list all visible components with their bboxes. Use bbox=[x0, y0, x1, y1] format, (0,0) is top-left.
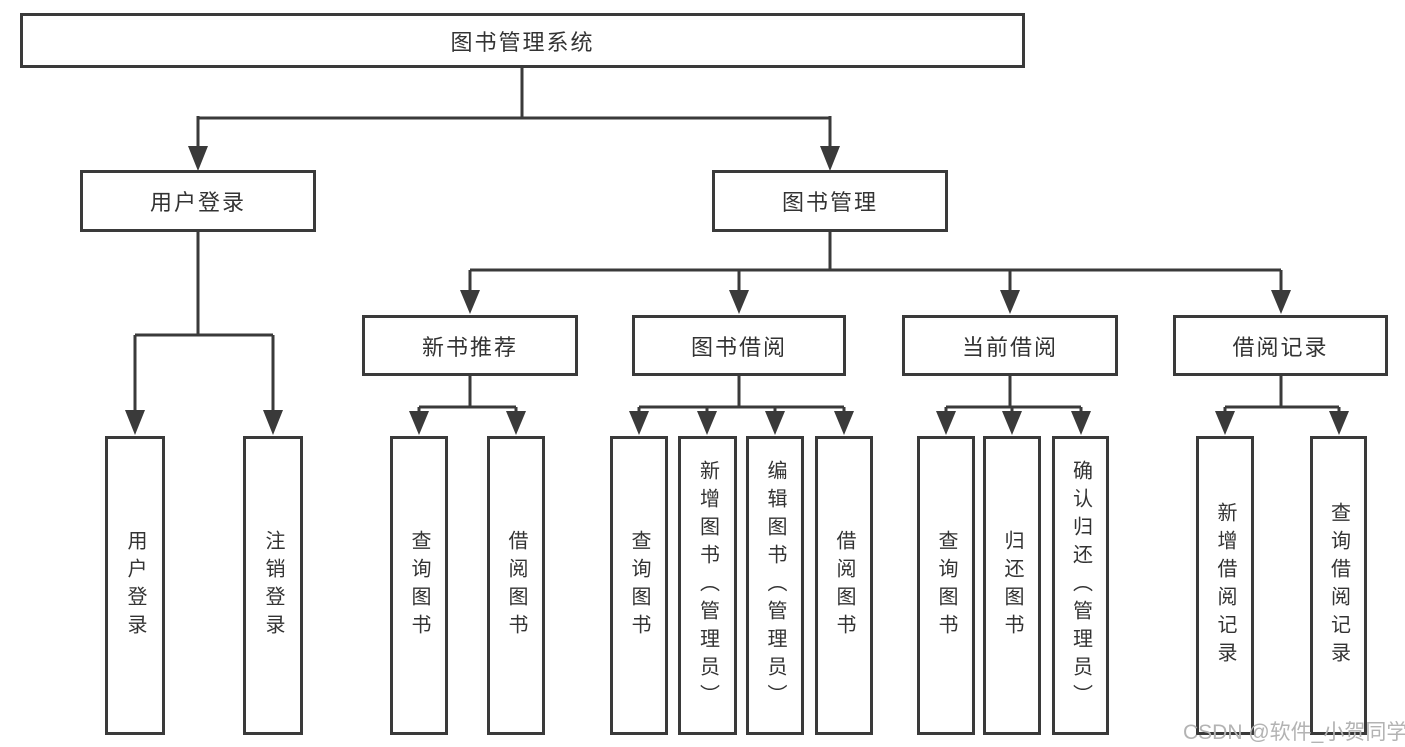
node-root: 图书管理系统 bbox=[20, 13, 1025, 68]
node-new-book-recommend: 新书推荐 bbox=[362, 315, 578, 376]
node-user-login-label: 用户登录 bbox=[149, 190, 246, 215]
leaf-add-borrow-record-label: 新增借阅记录 bbox=[1214, 501, 1236, 670]
csdn-watermark: CSDN @软件_小贺同学 bbox=[1183, 721, 1405, 744]
arrow-down-icon bbox=[1000, 290, 1020, 314]
leaf-borrow-books-borrowing-label: 借阅图书 bbox=[833, 529, 855, 642]
arrow-down-icon bbox=[936, 411, 956, 435]
leaf-query-books-current-label: 查询图书 bbox=[935, 529, 957, 642]
node-book-management-label: 图书管理 bbox=[781, 190, 878, 215]
leaf-confirm-return-admin: 确认归还（管理员） bbox=[1052, 436, 1109, 735]
leaf-borrow-books-recommend: 借阅图书 bbox=[487, 436, 545, 735]
node-root-label: 图书管理系统 bbox=[450, 29, 595, 55]
leaf-borrow-books-recommend-label: 借阅图书 bbox=[505, 529, 527, 642]
arrowheads bbox=[125, 146, 1349, 435]
leaf-borrow-books-borrowing: 借阅图书 bbox=[815, 436, 873, 735]
arrow-down-icon bbox=[629, 411, 649, 435]
arrow-down-icon bbox=[1271, 290, 1291, 314]
leaf-query-books-borrowing-label: 查询图书 bbox=[628, 529, 650, 642]
node-user-login: 用户登录 bbox=[80, 170, 316, 232]
leaf-add-book-admin-label: 新增图书（管理员） bbox=[696, 459, 719, 712]
leaf-user-login: 用户登录 bbox=[105, 436, 165, 735]
node-book-management: 图书管理 bbox=[712, 170, 948, 232]
arrow-down-icon bbox=[820, 146, 840, 171]
leaf-query-books-recommend: 查询图书 bbox=[390, 436, 448, 735]
node-borrow-records: 借阅记录 bbox=[1173, 315, 1388, 376]
arrow-down-icon bbox=[460, 290, 480, 314]
arrow-down-icon bbox=[1071, 411, 1091, 435]
arrow-down-icon bbox=[729, 290, 749, 314]
leaf-query-borrow-record-label: 查询借阅记录 bbox=[1327, 501, 1350, 670]
leaf-query-borrow-record: 查询借阅记录 bbox=[1310, 436, 1367, 735]
node-book-borrowing-label: 图书借阅 bbox=[690, 334, 787, 360]
leaf-logout: 注销登录 bbox=[243, 436, 303, 735]
node-book-borrowing: 图书借阅 bbox=[632, 315, 846, 376]
arrow-down-icon bbox=[697, 411, 717, 435]
leaf-edit-book-admin: 编辑图书（管理员） bbox=[746, 436, 804, 735]
arrow-down-icon bbox=[409, 411, 429, 435]
arrow-down-icon bbox=[188, 146, 208, 171]
arrow-down-icon bbox=[765, 411, 785, 435]
leaf-add-book-admin: 新增图书（管理员） bbox=[678, 436, 737, 735]
arrow-down-icon bbox=[506, 411, 526, 435]
node-current-borrowing: 当前借阅 bbox=[902, 315, 1118, 376]
arrow-down-icon bbox=[1002, 411, 1022, 435]
leaf-logout-label: 注销登录 bbox=[262, 529, 284, 642]
leaf-return-book-label: 归还图书 bbox=[1001, 529, 1023, 642]
arrow-down-icon bbox=[125, 410, 145, 435]
leaf-query-books-borrowing: 查询图书 bbox=[610, 436, 668, 735]
leaf-query-books-current: 查询图书 bbox=[917, 436, 975, 735]
arrow-down-icon bbox=[834, 411, 854, 435]
node-current-borrowing-label: 当前借阅 bbox=[961, 334, 1058, 360]
leaf-confirm-return-admin-label: 确认归还（管理员） bbox=[1069, 459, 1092, 712]
leaf-add-borrow-record: 新增借阅记录 bbox=[1196, 436, 1254, 735]
arrow-down-icon bbox=[263, 410, 283, 435]
leaf-return-book: 归还图书 bbox=[983, 436, 1041, 735]
node-new-book-recommend-label: 新书推荐 bbox=[421, 334, 518, 360]
leaf-user-login-label: 用户登录 bbox=[124, 529, 146, 642]
node-borrow-records-label: 借阅记录 bbox=[1232, 334, 1329, 360]
leaf-edit-book-admin-label: 编辑图书（管理员） bbox=[764, 459, 786, 712]
arrow-down-icon bbox=[1215, 411, 1235, 435]
arrow-down-icon bbox=[1329, 411, 1349, 435]
leaf-query-books-recommend-label: 查询图书 bbox=[408, 529, 430, 642]
